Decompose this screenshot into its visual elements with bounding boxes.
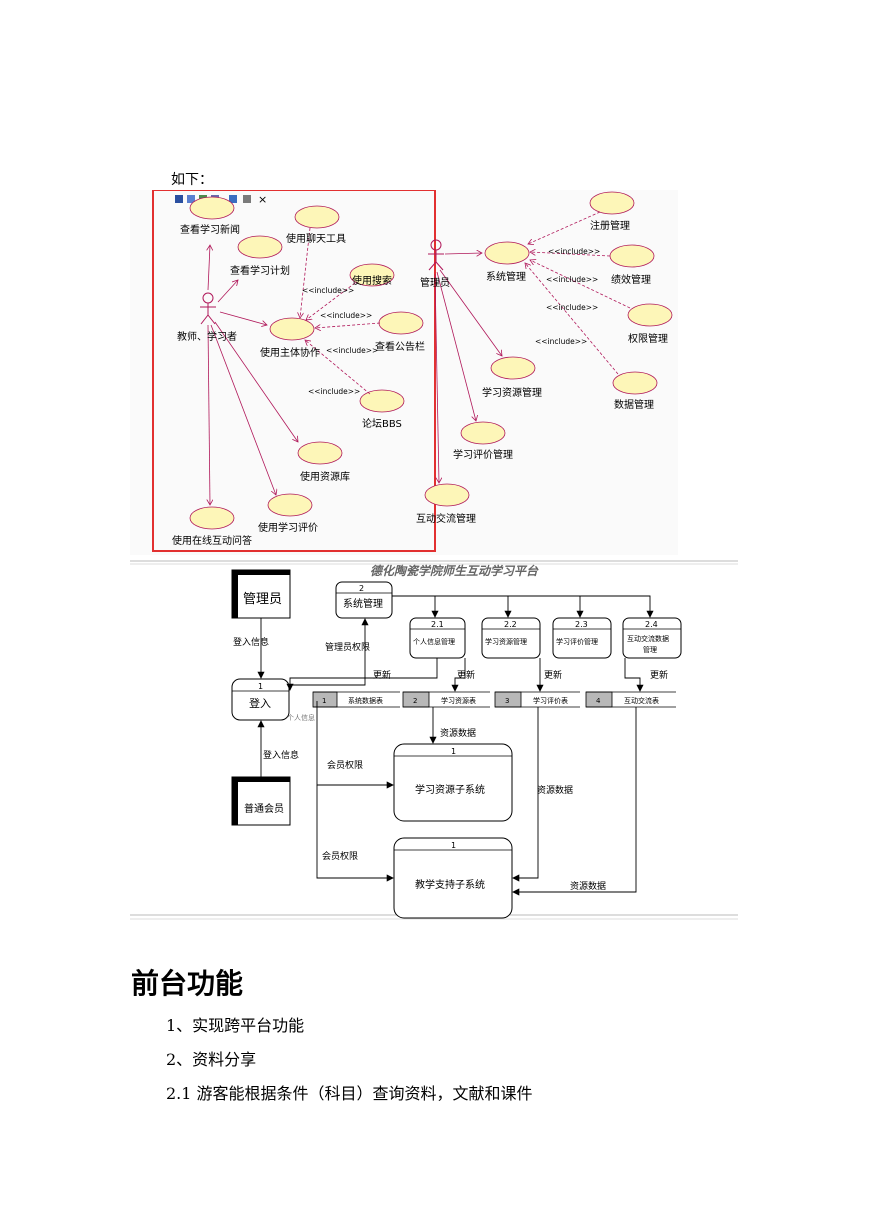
settings-icon[interactable] xyxy=(243,195,251,203)
uc-eval-mgmt: 学习评价管理 xyxy=(453,448,513,461)
p1-label: 登入 xyxy=(249,696,271,710)
uc-sys: 系统管理 xyxy=(486,270,526,283)
include-label: <<include>> xyxy=(535,337,587,346)
flow-login-info: 登入信息 xyxy=(233,636,269,648)
flow-update: 更新 xyxy=(650,669,668,681)
save-icon[interactable] xyxy=(175,195,183,203)
p21-label: 个人信息管理 xyxy=(413,637,455,646)
uc-collab: 使用主体协作 xyxy=(260,346,320,359)
sub1-label: 学习资源子系统 xyxy=(415,783,485,796)
flow-update: 更新 xyxy=(457,669,475,681)
uc-chat: 使用聊天工具 xyxy=(286,232,346,245)
uc-notice: 查看公告栏 xyxy=(375,340,425,353)
data-flow-diagram: 德化陶瓷学院师生互动学习平台 管理员 普通会员 2 系统管理 2.1 xyxy=(130,560,738,922)
uc-perf: 绩效管理 xyxy=(611,273,651,286)
ds1-num: 1 xyxy=(322,697,326,705)
intro-text: 如下： xyxy=(171,172,213,188)
p2-label: 系统管理 xyxy=(343,597,383,610)
p23-num: 2.3 xyxy=(575,620,588,629)
ds4-num: 4 xyxy=(596,697,601,705)
ds4-label: 互动交流表 xyxy=(624,696,659,705)
list-item-2: 2、资料分享 xyxy=(166,1050,257,1069)
ds2-label: 学习资源表 xyxy=(441,696,476,705)
flow-member-perm: 会员权限 xyxy=(327,759,363,771)
sub2-num: 1 xyxy=(451,841,456,850)
ds3-label: 学习评价表 xyxy=(533,696,568,705)
include-label: <<include>> xyxy=(548,247,600,256)
teacher-actor-label: 教师、学习者 xyxy=(177,330,237,343)
dfd-title: 德化陶瓷学院师生互动学习平台 xyxy=(370,564,539,578)
p21-num: 2.1 xyxy=(431,620,444,629)
flow-update: 更新 xyxy=(544,669,562,681)
flow-member-perm-2: 会员权限 xyxy=(322,850,358,862)
flow-resource-data-3: 资源数据 xyxy=(570,880,606,892)
uc-bbs: 论坛BBS xyxy=(362,417,402,430)
p22-num: 2.2 xyxy=(504,620,517,629)
admin-actor-label: 管理员 xyxy=(420,276,450,289)
admin-entity-label: 管理员 xyxy=(243,592,282,607)
uc-news: 查看学习新闻 xyxy=(180,223,240,236)
flow-update: 更新 xyxy=(373,669,391,681)
p22-label: 学习资源管理 xyxy=(485,637,527,646)
section-heading: 前台功能 xyxy=(131,967,244,1000)
p23-label: 学习评价管理 xyxy=(556,637,598,646)
p24-label-1: 互动交流数据 xyxy=(627,634,669,643)
member-entity-label: 普通会员 xyxy=(244,802,284,815)
ds2-num: 2 xyxy=(413,697,417,705)
ds1-label: 系统数据表 xyxy=(348,696,383,705)
flow-admin-perm: 管理员权限 xyxy=(325,641,370,653)
p24-num: 2.4 xyxy=(645,620,658,629)
uc-res-mgmt: 学习资源管理 xyxy=(482,386,542,399)
image-icon[interactable] xyxy=(229,195,237,203)
member-entity: 普通会员 xyxy=(231,776,291,826)
selection-frame xyxy=(152,190,436,552)
flow-personal-info: 个人信息 xyxy=(287,713,315,722)
close-icon[interactable]: × xyxy=(258,193,267,206)
copy-icon[interactable] xyxy=(187,195,195,203)
uc-interact-mgmt: 互动交流管理 xyxy=(416,512,476,525)
include-label: <<include>> xyxy=(302,286,354,295)
flow-resource-data-2: 资源数据 xyxy=(537,784,573,796)
flow-resource-data: 资源数据 xyxy=(440,727,476,739)
admin-actor-icon xyxy=(428,239,444,271)
ds3-num: 3 xyxy=(505,697,509,705)
uc-perm: 权限管理 xyxy=(628,332,668,345)
list-item-3: 2.1 游客能根据条件（科目）查询资料，文献和课件 xyxy=(166,1084,533,1103)
p2-num: 2 xyxy=(359,584,364,593)
uc-data: 数据管理 xyxy=(614,398,654,411)
uc-qa: 使用在线互动问答 xyxy=(172,534,252,547)
teacher-actor-icon xyxy=(200,292,216,325)
include-label: <<include>> xyxy=(326,346,378,355)
uc-register: 注册管理 xyxy=(590,219,630,232)
uc-plan: 查看学习计划 xyxy=(230,264,290,277)
uc-resource-lib: 使用资源库 xyxy=(300,470,350,483)
include-label: <<include>> xyxy=(546,275,598,284)
include-label: <<include>> xyxy=(320,311,372,320)
include-label: <<include>> xyxy=(546,303,598,312)
uc-search: 使用搜索 xyxy=(352,274,392,287)
p1-num: 1 xyxy=(258,682,263,691)
flow-login-info-member: 登入信息 xyxy=(263,749,299,761)
use-case-diagram: × xyxy=(130,190,678,555)
p24-label-2: 管理 xyxy=(643,645,657,654)
sub1-num: 1 xyxy=(451,747,456,756)
admin-entity: 管理员 xyxy=(231,569,291,619)
uc-eval: 使用学习评价 xyxy=(258,521,318,534)
sub2-label: 教学支持子系统 xyxy=(415,878,485,891)
include-label: <<include>> xyxy=(308,387,360,396)
list-item-1: 1、实现跨平台功能 xyxy=(166,1016,305,1035)
